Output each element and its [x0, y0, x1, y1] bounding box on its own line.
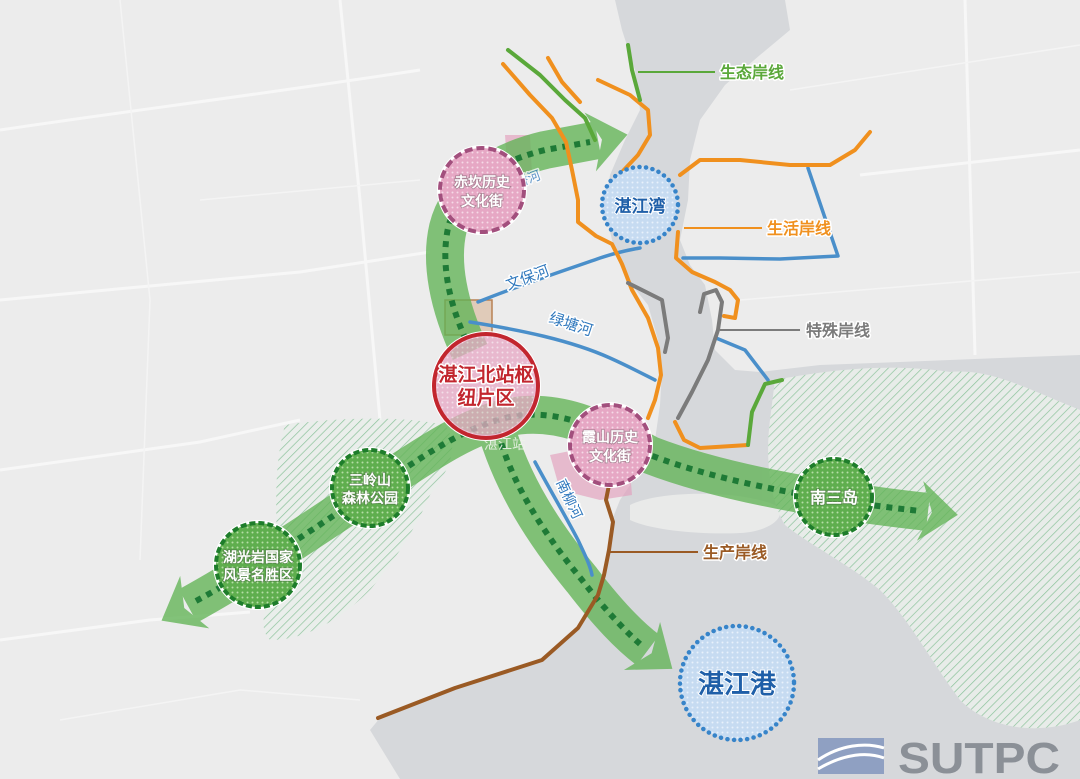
basemap-road: [119, 0, 151, 561]
node-label-line: 风景名胜区: [223, 567, 293, 584]
shoreline-living-2: [546, 56, 582, 104]
node-label: 湖光岩国家: [223, 549, 294, 566]
node-label-line: 文化街: [589, 448, 631, 465]
corridor-arrow-south: [623, 622, 673, 670]
node-label: 纽片区: [457, 386, 514, 409]
label-production-shoreline: 生产岸线: [703, 543, 767, 562]
shoreline-special-2: [676, 288, 724, 420]
rivers: [468, 166, 840, 577]
shoreline-production-1: [376, 460, 615, 720]
node-label: 三岭山: [349, 472, 391, 489]
shoreline-special-1: [626, 281, 670, 354]
corridor-arrow-north: [584, 112, 628, 172]
basemap-road: [0, 418, 301, 472]
river-lvtang: [468, 320, 657, 382]
node-label: 文化街: [461, 193, 503, 210]
basemap-road: [0, 610, 251, 642]
node-label-line: 文化街: [461, 193, 503, 210]
shoreline-ecological: [506, 43, 784, 447]
basemap-road: [963, 0, 977, 356]
label-ecological-shoreline: 生态岸线: [720, 63, 784, 82]
shoreline-ecological-1: [506, 48, 597, 142]
node-label-line: 纽片区: [457, 386, 514, 409]
corridor-arrow-west: [161, 575, 210, 629]
node-label: 南三岛: [810, 488, 858, 507]
shoreline-living: [501, 56, 872, 450]
river-east-short: [714, 336, 770, 382]
node-label: 霞山历史: [582, 429, 639, 446]
shoreline-ecological-2: [626, 43, 642, 102]
node-circle: [432, 332, 540, 440]
node-label-line: 森林公园: [342, 490, 398, 507]
leader-lines: [610, 71, 800, 553]
basemap-road: [0, 250, 431, 302]
shoreline-living-3: [596, 78, 652, 174]
node-zhanjiang-bay: 湛江湾: [599, 164, 681, 246]
station-label-zhanjiang: 湛江站: [484, 437, 526, 453]
node-circle: [214, 521, 302, 609]
shoreline-ecological-3: [746, 378, 784, 447]
river-east-channel: [681, 166, 840, 261]
river-wenbao: [476, 246, 642, 304]
label-special-shoreline: 特殊岸线: [806, 321, 870, 340]
node-label-line: 湛江北站枢: [438, 363, 533, 386]
logo-text: SUTPC: [898, 734, 1060, 779]
node-nansan-island: 南三岛: [793, 456, 875, 538]
node-chikan-historic-street: 赤坎历史 文化街: [437, 145, 527, 235]
node-circle: [568, 403, 652, 487]
basemap-road: [0, 68, 421, 132]
basemap-road: [739, 271, 1080, 301]
node-label: 湛江北站枢: [438, 363, 533, 386]
corridor-arrow-east: [916, 481, 958, 541]
node-label: 湛江湾: [615, 196, 666, 217]
shoreline-living-4: [678, 130, 872, 177]
basemap-road: [789, 44, 1080, 91]
small-island: [630, 493, 781, 534]
node-circle: [599, 164, 681, 246]
sutpc-logo: SUTPC: [817, 734, 1060, 779]
basemap-road: [338, 0, 382, 421]
node-xiashan-historic-street: 霞山历史 文化街: [567, 402, 653, 488]
node-circle: [677, 623, 797, 743]
sutpc-logo-icon: [817, 738, 885, 774]
node-huguangyan-scenic-area: 湖光岩国家 风景名胜区: [213, 520, 303, 610]
basemap-road: [199, 179, 421, 201]
node-label-line: 三岭山: [349, 472, 391, 489]
label-living-shoreline: 生活岸线: [767, 219, 831, 238]
node-label-line: 霞山历史: [582, 429, 639, 446]
node-sanling-forest-park: 三岭山 森林公园: [329, 447, 411, 529]
shoreline-special: [626, 281, 724, 420]
node-label: 森林公园: [342, 490, 398, 507]
node-label-line: 湖光岩国家: [223, 549, 294, 566]
node-north-station-hub: 湛江北站枢 纽片区: [431, 331, 541, 441]
node-circle: [330, 448, 410, 528]
node-label: 文化街: [589, 448, 631, 465]
node-label: 湛江港: [698, 670, 777, 700]
shoreline-living-6: [673, 420, 750, 450]
node-label: 风景名胜区: [223, 567, 293, 584]
node-label: 赤坎历史: [454, 174, 511, 191]
corridor-dotted-line-north: [442, 139, 591, 342]
shoreline-living-1: [501, 62, 663, 420]
river-nanliu: [533, 460, 594, 577]
node-label-line: 赤坎历史: [454, 174, 511, 191]
basemap-roads: [0, 0, 1080, 721]
shoreline-living-5: [674, 230, 740, 320]
node-zhanjiang-port: 湛江港: [677, 623, 797, 743]
basemap-road: [859, 148, 1080, 177]
corridor-dotted-line-south: [495, 431, 642, 647]
shoreline-production: [376, 460, 615, 720]
node-circle: [794, 457, 874, 537]
node-circle: [438, 146, 526, 234]
basemap-road: [59, 689, 361, 721]
